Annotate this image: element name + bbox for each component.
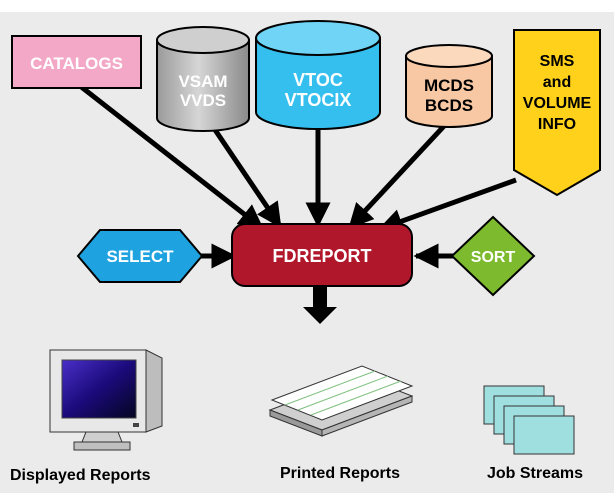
arrow-vsam: [202, 113, 283, 229]
fdreport-label: FDREPORT: [273, 246, 372, 266]
monitor-screen: [61, 359, 137, 419]
vsam-cylinder-top: [156, 26, 250, 54]
vtoc-label: VTOC: [293, 70, 343, 90]
catalogs-source: CATALOGS: [11, 35, 142, 89]
sort-diamond: SORT: [450, 215, 536, 297]
monitor-depth: [145, 349, 163, 433]
vtoc-cylinder-top: [255, 20, 381, 56]
vvds-label: VVDS: [180, 91, 226, 110]
mcds-bcds-source: MCDS BCDS: [405, 44, 493, 128]
select-label: SELECT: [106, 247, 174, 266]
sort-label: SORT: [471, 249, 516, 266]
sms-volume-info-source: SMS and VOLUME INFO: [513, 29, 601, 197]
fdreport-node: FDREPORT: [231, 223, 413, 287]
source-arrows: [73, 80, 517, 269]
monitor-button: [133, 423, 139, 427]
monitor-base: [73, 441, 131, 451]
printout-front: [321, 395, 413, 437]
select-shape: [76, 229, 204, 283]
monitor-icon: [49, 349, 163, 451]
mcds-label: MCDS: [424, 76, 474, 95]
printed-reports-label: Printed Reports: [280, 465, 400, 482]
arrow-mcds: [348, 123, 447, 229]
vsam-label: VSAM: [178, 72, 227, 91]
mcds-cylinder-body: [405, 55, 493, 128]
volume-label: VOLUME: [523, 95, 592, 112]
output-down-arrow: [303, 286, 337, 324]
printout-stripe: [310, 380, 402, 416]
sms-banner: [513, 29, 601, 197]
vsam-vvds-source: VSAM VVDS: [156, 26, 250, 132]
vtoc-vtocix-source: VTOC VTOCIX: [255, 20, 381, 130]
sort-shape: [450, 215, 536, 297]
job-card: [513, 415, 575, 455]
vtocix-label: VTOCIX: [285, 90, 352, 110]
info-label: INFO: [538, 116, 576, 133]
arrow-catalogs: [73, 80, 264, 230]
bcds-label: BCDS: [425, 96, 473, 115]
displayed-reports-label: Displayed Reports: [10, 467, 151, 484]
vtoc-cylinder-body: [255, 37, 381, 130]
printout-stack-icon: [268, 365, 414, 437]
catalogs-box: [11, 35, 142, 89]
mcds-cylinder-top: [405, 44, 493, 68]
printout-stripe: [284, 370, 376, 406]
arrow-sms: [377, 177, 517, 234]
select-hexagon: SELECT: [76, 229, 204, 283]
job-streams-label: Job Streams: [487, 465, 583, 482]
sms-label: SMS: [540, 53, 575, 70]
catalogs-label: CATALOGS: [30, 54, 123, 73]
sms-and-label: and: [543, 74, 571, 91]
vsam-cylinder-body: [156, 39, 250, 132]
job-card-deck-icon: [483, 385, 575, 455]
printout-stripe: [297, 375, 389, 411]
monitor-neck: [81, 431, 123, 443]
